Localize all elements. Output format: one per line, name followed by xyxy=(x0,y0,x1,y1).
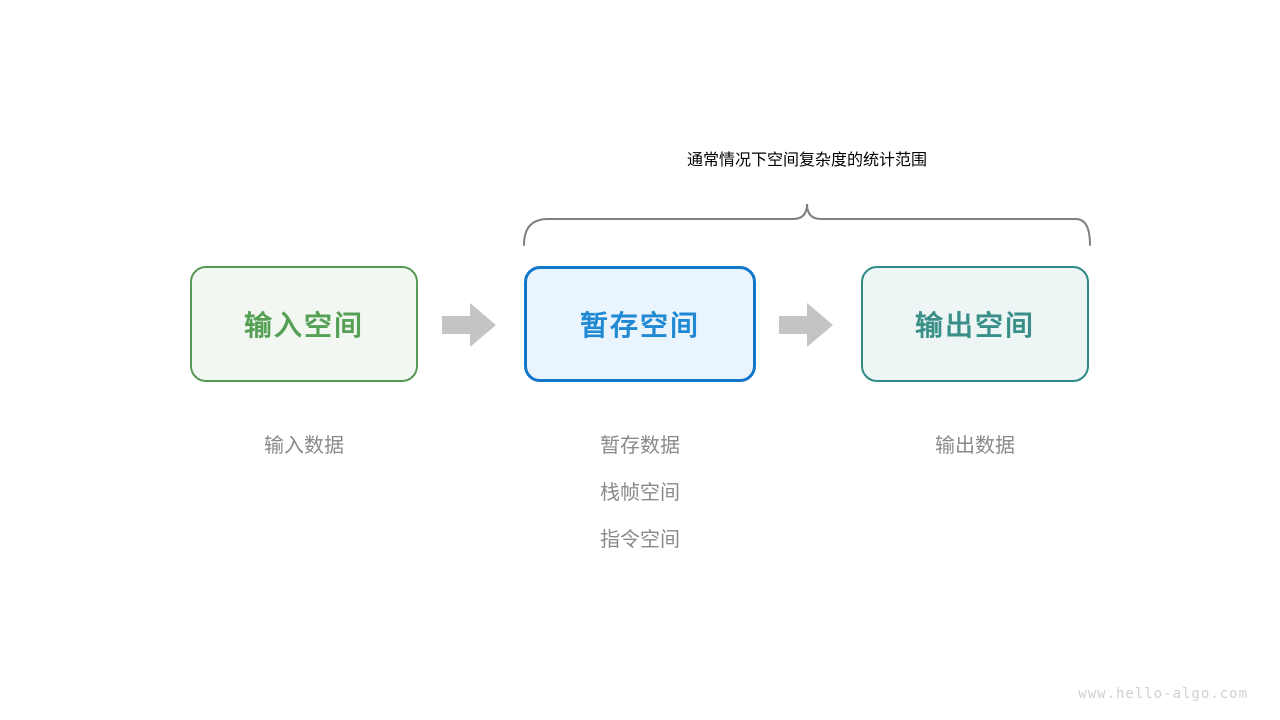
box-output-space: 输出空间 xyxy=(861,266,1089,382)
box-input-space-label: 输入空间 xyxy=(243,310,364,341)
caption-input: 输入数据 xyxy=(190,423,418,470)
box-temp-space: 暂存空间 xyxy=(524,266,756,382)
caption-temp-line-1: 暂存数据 xyxy=(600,435,680,457)
watermark: www.hello-algo.com xyxy=(1078,686,1248,702)
caption-temp: 暂存数据 栈帧空间 指令空间 xyxy=(524,423,756,564)
caption-temp-line-2: 栈帧空间 xyxy=(600,482,680,504)
caption-temp-line-3: 指令空间 xyxy=(600,529,680,551)
brace-caption: 通常情况下空间复杂度的统计范围 xyxy=(687,146,927,170)
arrow-right-icon xyxy=(442,303,496,347)
box-output-space-label: 输出空间 xyxy=(914,310,1035,341)
curly-brace-icon xyxy=(523,203,1091,246)
brace-caption-prefix: 通常情况下 xyxy=(686,152,767,169)
caption-output: 输出数据 xyxy=(861,423,1089,470)
box-input-space: 输入空间 xyxy=(190,266,418,382)
caption-input-line-1: 输入数据 xyxy=(264,435,344,457)
box-temp-space-label: 暂存空间 xyxy=(579,310,700,341)
arrow-right-icon xyxy=(779,303,833,347)
brace-caption-suffix: 的统计范围 xyxy=(847,152,928,169)
brace-caption-emphasis: 空间复杂度 xyxy=(766,152,848,169)
caption-output-line-1: 输出数据 xyxy=(935,435,1015,457)
